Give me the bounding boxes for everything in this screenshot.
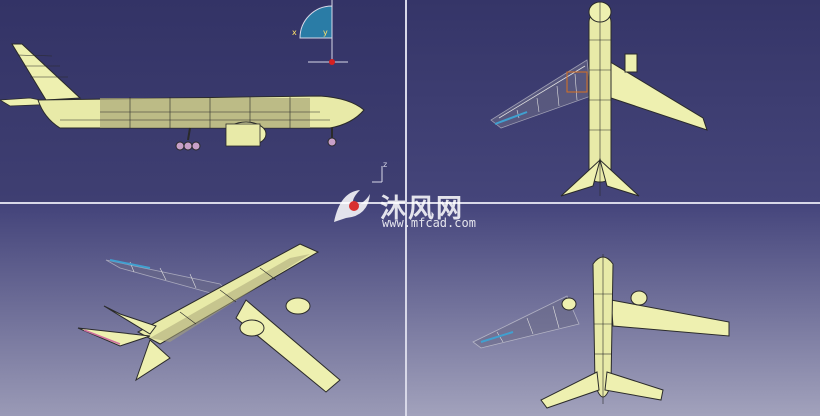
compass-x-label: x — [292, 28, 297, 37]
compass-y-label: y — [323, 28, 328, 37]
axis-z-label: z — [383, 160, 388, 169]
watermark-brand: 沐风网 — [380, 194, 465, 224]
aircraft-iso-view — [77, 243, 341, 393]
viewport-divider-vertical[interactable] — [405, 0, 407, 416]
aircraft-side-view — [0, 0, 383, 183]
viewport-divider-horizontal[interactable] — [0, 202, 820, 204]
viewport-top-view[interactable] — [407, 0, 820, 202]
aircraft-perspective-view — [472, 254, 730, 409]
viewport-side-view[interactable]: x y z — [0, 0, 405, 202]
viewport-iso-view[interactable] — [0, 204, 405, 416]
viewport-perspective-view[interactable] — [407, 204, 820, 416]
watermark-url: www.mfcad.com — [382, 216, 476, 230]
aircraft-top-view — [490, 1, 708, 197]
watermark-logo-icon — [334, 190, 370, 222]
